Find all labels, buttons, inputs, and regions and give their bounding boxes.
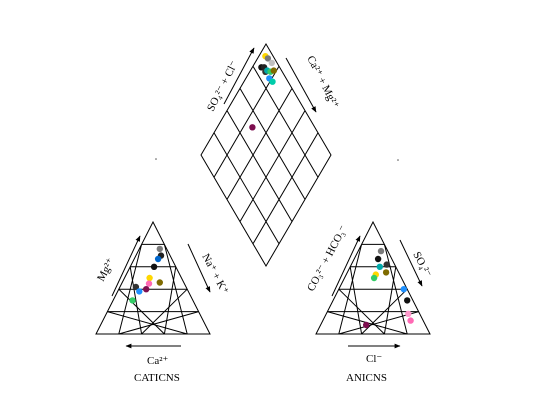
anion-triangle-frame [315,220,431,335]
diamond-point [270,67,277,74]
cation-point [154,255,162,263]
diamond-grid-line [213,65,280,178]
anion-bottom-axis-label: Cl⁻ [366,353,382,365]
anion-triangle-grid-right-diagonal [383,266,397,335]
cation-point [150,263,158,270]
cation-triangle-grid-left-diagonal [129,266,143,335]
diagram-frames [95,43,431,335]
cation-bottom-axis-label: Ca²⁺ [147,355,169,367]
cation-point [146,274,153,282]
diamond-right-arrow [285,57,317,113]
cation-triangle-grid-left-diagonal [118,288,165,335]
anion-point [370,274,378,282]
diamond-frame [200,43,332,267]
cation-point [129,297,136,304]
diamond-point [268,59,275,67]
cation-point [145,280,153,287]
diamond-grid-line [239,88,306,200]
diamond-right-axis-label: Ca²⁺ + Mg²⁺ [304,54,341,111]
cation-point [156,245,163,253]
anion-point [377,247,385,255]
diamond-point [264,55,272,62]
anion-point [374,255,382,263]
cation-point [132,283,140,291]
sample-points [129,53,414,329]
cation-left-axis-label: Mg²⁺ [95,256,117,283]
anion-caption: ANICNS [346,372,387,384]
anion-right-axis-label: SO₄²⁻ [410,250,433,280]
cation-triangle-grid-left-diagonal [107,311,188,335]
cation-triangle-grid-right-diagonal [163,266,177,335]
anion-point [376,263,383,270]
diamond-grid-line [226,110,293,222]
cation-caption: CATICNS [134,372,180,384]
cation-point [136,288,143,295]
anion-point [363,321,370,329]
anion-point [407,317,414,324]
diamond-point [249,124,256,131]
anion-triangle-grid-right-diagonal [383,244,408,335]
cation-triangle-grid-right-diagonal [163,244,188,335]
cation-right-arrow [187,243,211,293]
anion-point [400,286,407,293]
diagram-grids [107,65,419,335]
diamond-grid-line [239,110,306,222]
anion-triangle-grid-right-diagonal [338,311,419,335]
cation-point [143,286,150,293]
cation-point [156,279,163,286]
anion-triangle-grid-left-diagonal [338,288,385,335]
anion-point [382,269,390,276]
diamond-left-axis-label: SO₄²⁻ + Cl⁻ [205,59,241,114]
anion-triangle-grid-left-diagonal [349,266,363,335]
stray-dot-right [397,159,399,161]
diamond-grid-line [226,88,293,200]
anion-left-arrow [331,235,361,297]
diamond-grid-line [252,65,319,178]
axis-arrows [111,47,423,349]
anion-point [404,297,411,304]
cation-triangle-frame [95,220,211,335]
anion-point [405,310,412,317]
anion-triangle-grid-right-diagonal [361,288,408,335]
cation-left-arrow [111,235,141,297]
cation-right-axis-label: Na⁺ + K⁺ [199,252,230,297]
cation-triangle-grid-right-diagonal [141,288,188,335]
diamond-left-arrow [223,47,255,105]
anion-left-axis-label: CO₃²⁻ + HCO₃⁻ [305,223,350,293]
diamond-grid-line [252,132,319,245]
anion-right-arrow [399,239,423,287]
cation-triangle-grid-right-diagonal [118,311,199,335]
anion-point [383,261,390,268]
diamond-point [269,78,276,85]
diamond-grid-line [213,132,280,245]
stray-dot-left [155,158,157,160]
